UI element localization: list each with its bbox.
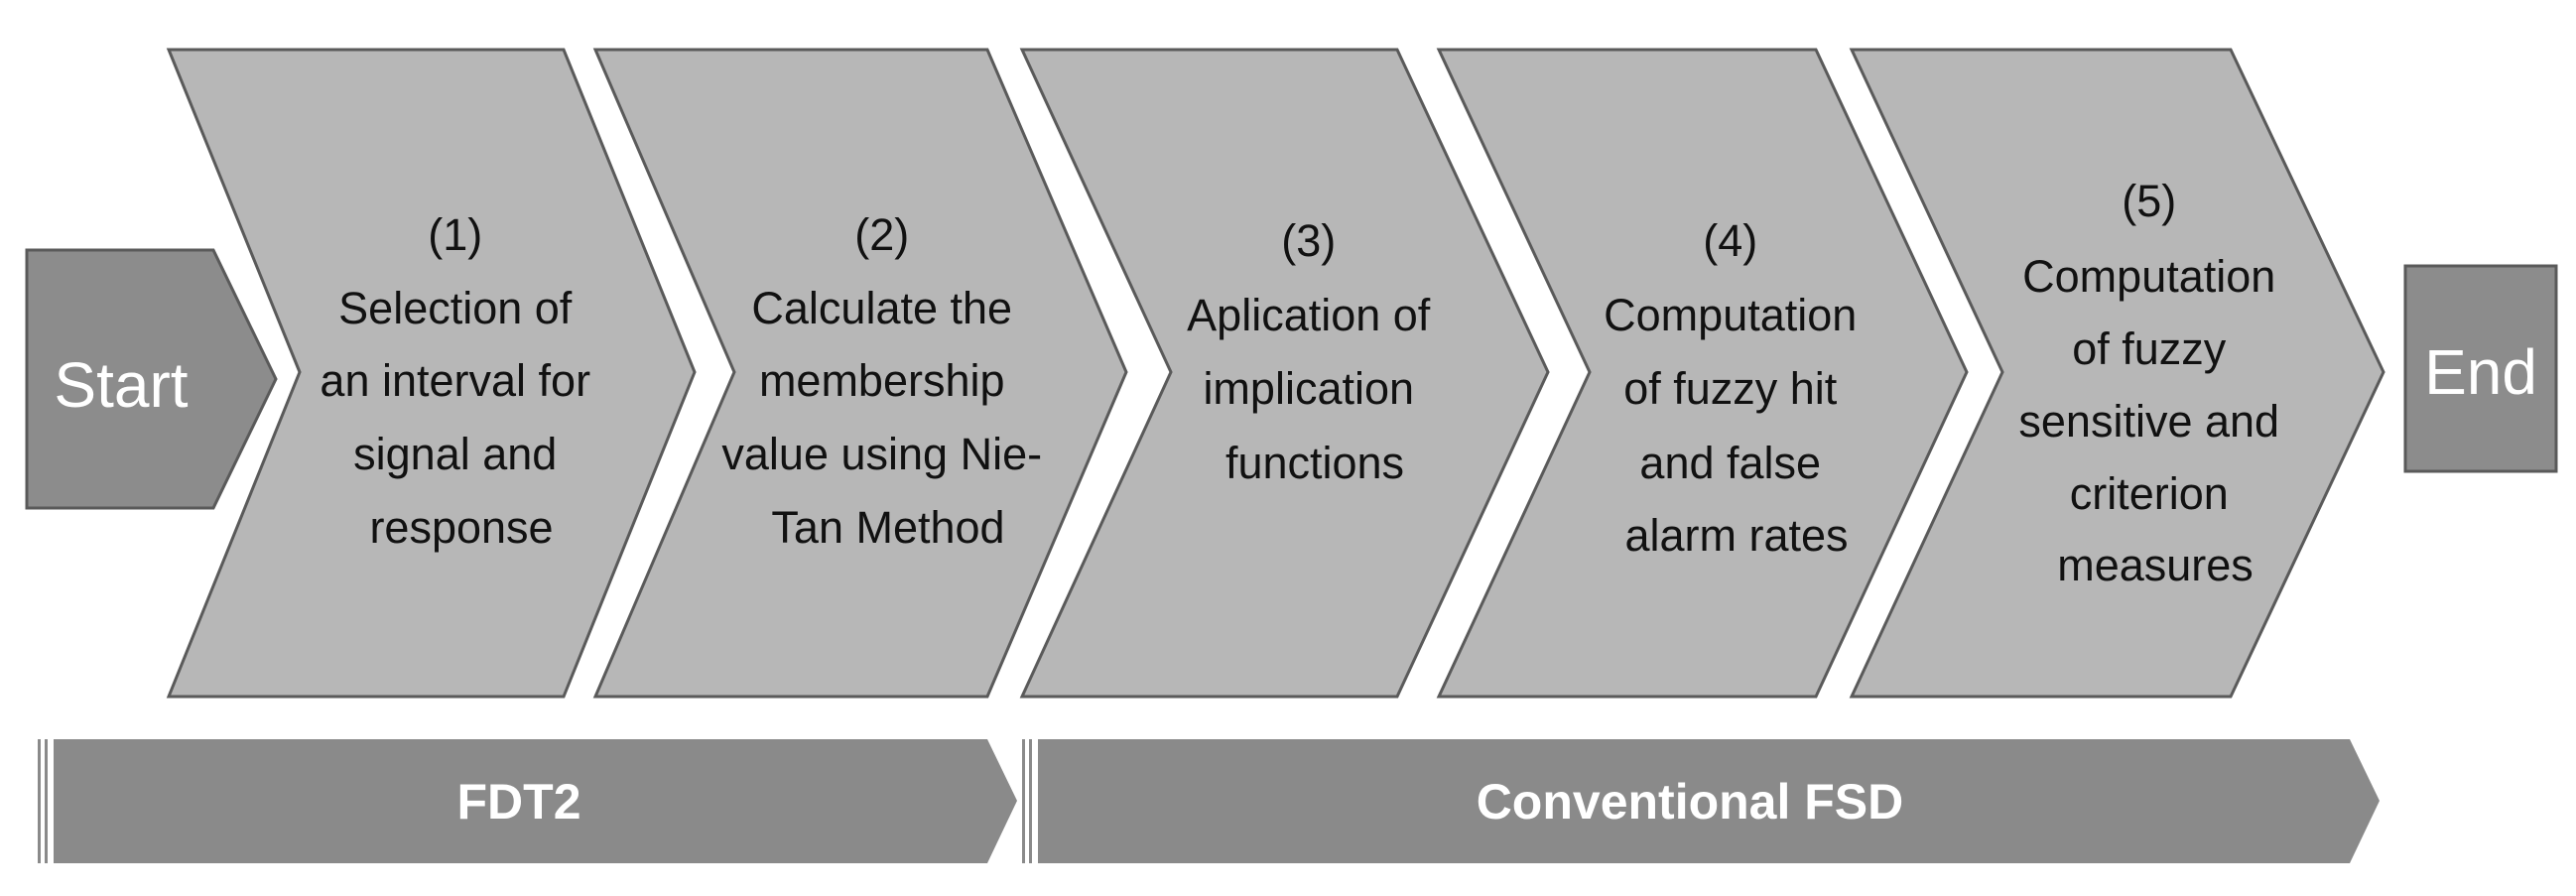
step-4-text: (4) Computation of fuzzy hit and false a… [1604,215,1869,561]
step-3-line-2: implication [1203,363,1414,414]
step-2-line-3: value using Nie- [721,429,1042,479]
step-2-line-2: membership [759,355,1005,406]
step-5-line-2: of fuzzy [2072,323,2227,374]
step-5-chevron: (5) Computation of fuzzy sensitive and c… [1849,48,2385,699]
step-4-line-1: Computation [1604,290,1857,340]
step-3-text: (3) Aplication of implication functions [1187,215,1443,488]
step-5-line-1: Computation [2022,251,2275,302]
step-5-line-5: measures [2057,540,2254,590]
step-2-line-4: Tan Method [771,502,1004,553]
step-2-text: (2) Calculate the membership value using… [721,209,1054,553]
step-1-number: (1) [428,209,482,260]
step-3-line-3: functions [1225,438,1404,488]
step-2-line-1: Calculate the [751,283,1012,333]
step-4-number: (4) [1703,215,1757,266]
end-label: End [2424,336,2537,408]
step-1-line-2: an interval for [320,355,590,406]
step-1-line-1: Selection of [338,283,573,333]
step-4-chevron: (4) Computation of fuzzy hit and false a… [1436,48,1969,699]
step-4-line-3: and false [1639,438,1821,488]
step-1-chevron: (1) Selection of an interval for signal … [166,48,697,699]
step-5-line-4: criterion [2070,468,2229,519]
step-3-number: (3) [1281,215,1336,266]
step-5-number: (5) [2122,176,2176,226]
band-conventional-fsd: Conventional FSD [1022,739,2380,863]
step-2-chevron: (2) Calculate the membership value using… [592,48,1128,699]
step-3-chevron: (3) Aplication of implication functions [1019,48,1550,699]
step-5-text: (5) Computation of fuzzy sensitive and c… [2018,176,2291,590]
step-1-line-3: signal and [353,429,557,479]
band-fdt2: FDT2 [38,739,1017,863]
start-label: Start [54,349,188,421]
step-1-line-4: response [369,502,553,553]
step-1-text: (1) Selection of an interval for signal … [320,209,602,553]
step-5-line-3: sensitive and [2018,396,2279,447]
step-3-line-1: Aplication of [1187,290,1431,340]
step-4-line-4: alarm rates [1624,510,1848,561]
end-shape: End [2403,264,2558,473]
start-shape: Start [25,248,278,510]
band-fdt2-label: FDT2 [457,774,581,830]
step-2-number: (2) [854,209,909,260]
band-conventional-fsd-label: Conventional FSD [1477,774,1904,830]
step-4-line-2: of fuzzy hit [1623,363,1838,414]
